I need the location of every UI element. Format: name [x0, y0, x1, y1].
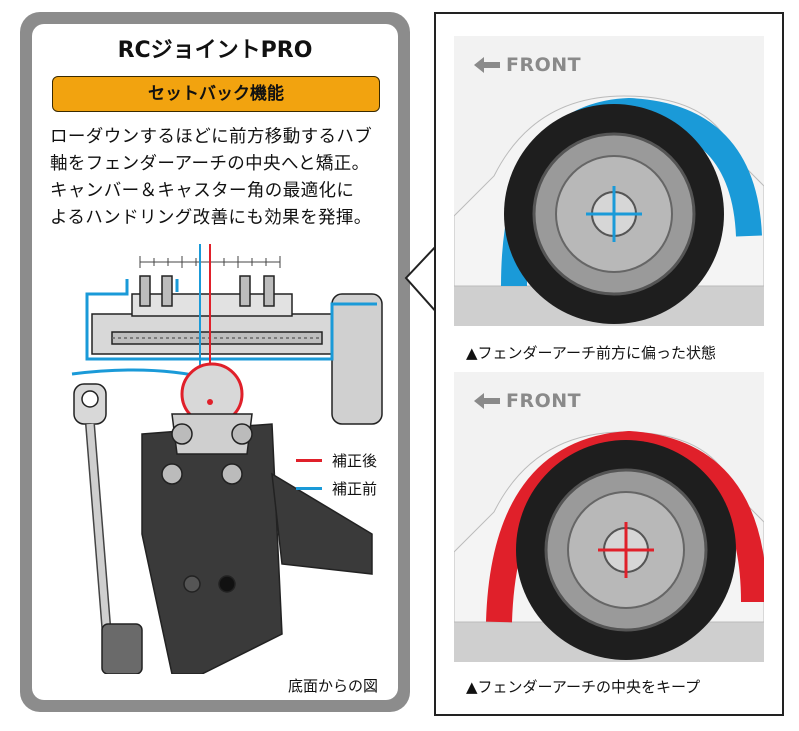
wheel-before-svg [454, 95, 764, 326]
suspension-diagram [71, 244, 383, 674]
front-label-text: FRONT [506, 54, 582, 76]
left-panel-inner: RCジョイントPRO セットバック機能 ローダウンするほどに前方移動するハブ 軸… [32, 24, 398, 700]
wheel-after-svg [454, 430, 764, 662]
view-caption: 底面からの図 [287, 677, 378, 695]
left-panel: RCジョイントPRO セットバック機能 ローダウンするほどに前方移動するハブ 軸… [20, 12, 410, 712]
lower-arm [141, 423, 373, 674]
description: ローダウンするほどに前方移動するハブ 軸をフェンダーアーチの中央へと矯正。 キャ… [50, 124, 390, 232]
ball-joint [171, 362, 253, 455]
front-direction-label: FRONT [474, 54, 581, 76]
feature-banner: セットバック機能 [52, 76, 380, 112]
description-line: よるハンドリング改善にも効果を発揮。 [50, 208, 372, 228]
wheel-illustration-before: FRONT [454, 36, 764, 326]
legend-label-after: 補正後 [332, 451, 378, 470]
legend-item-before: 補正前 [296, 474, 377, 502]
right-panel: FRONT ▲フェンダーアーチ前方に偏った状態 FRONT ▲フェンダーアーチの… [434, 12, 784, 716]
legend-label-before: 補正前 [332, 479, 378, 498]
description-line: キャンバー＆キャスター角の最適化に [50, 181, 355, 201]
arrow-left-icon [474, 57, 500, 73]
caption-after: ▲フェンダーアーチの中央をキープ [466, 678, 701, 696]
tie-rod [73, 383, 143, 674]
hub-studs [139, 275, 275, 307]
brake-assembly [91, 293, 383, 425]
front-direction-label: FRONT [474, 390, 581, 412]
legend-item-after: 補正後 [296, 446, 377, 474]
wheel-illustration-after: FRONT [454, 372, 764, 662]
description-line: ローダウンするほどに前方移動するハブ [50, 127, 373, 147]
legend-swatch-before [296, 486, 322, 490]
description-line: 軸をフェンダーアーチの中央へと矯正。 [50, 154, 370, 174]
arrow-left-icon [474, 393, 500, 409]
legend-swatch-after [296, 458, 322, 462]
front-label-text: FRONT [506, 390, 582, 412]
panel-title: RCジョイントPRO [117, 38, 313, 63]
caption-before: ▲フェンダーアーチ前方に偏った状態 [466, 344, 717, 362]
callout-pointer [404, 244, 438, 314]
legend: 補正後 補正前 [296, 446, 377, 502]
